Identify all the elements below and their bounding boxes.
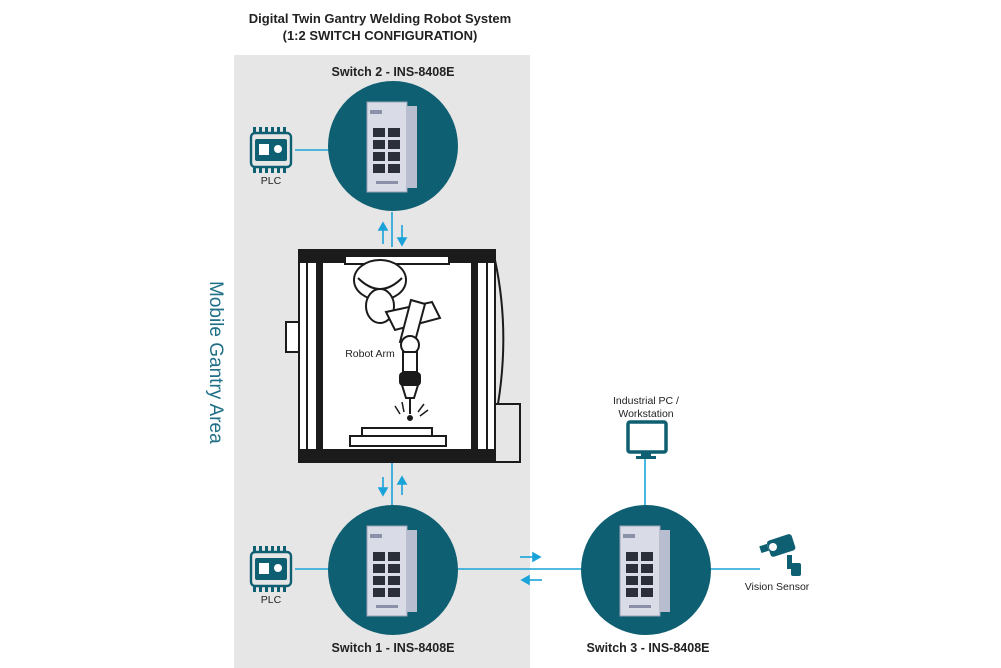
plc-bottom-icon[interactable] [249,544,293,594]
plc-top-label: PLC [260,175,282,187]
switch-1-label: Switch 1 - INS-8408E [331,641,455,655]
switch-2-label: Switch 2 - INS-8408E [331,65,455,79]
switch-3-icon [619,525,671,617]
switch-3-label: Switch 3 - INS-8408E [586,641,710,655]
robot-arm-label: Robot Arm [345,348,395,360]
switch-1-icon [366,525,418,617]
switch-2-icon [366,101,418,193]
vision-sensor-icon[interactable] [759,533,801,576]
plc-bottom-label: PLC [260,594,282,606]
diagram-subtitle: (1:2 SWITCH CONFIGURATION) [282,28,478,43]
switch-2-node[interactable] [328,81,458,211]
gantry-robot-icon[interactable] [285,249,521,463]
network-links [295,149,760,570]
plc-top-icon[interactable] [249,125,293,175]
industrial-pc-icon[interactable] [626,420,668,459]
diagram-title: Digital Twin Gantry Welding Robot System [248,11,512,26]
direction-arrows [377,221,542,586]
industrial-pc-label-line1: Industrial PC / [613,395,679,407]
industrial-pc-label-line2: Workstation [618,408,674,420]
switch-3-node[interactable] [581,505,711,635]
vision-sensor-label: Vision Sensor [744,581,810,593]
switch-1-node[interactable] [328,505,458,635]
